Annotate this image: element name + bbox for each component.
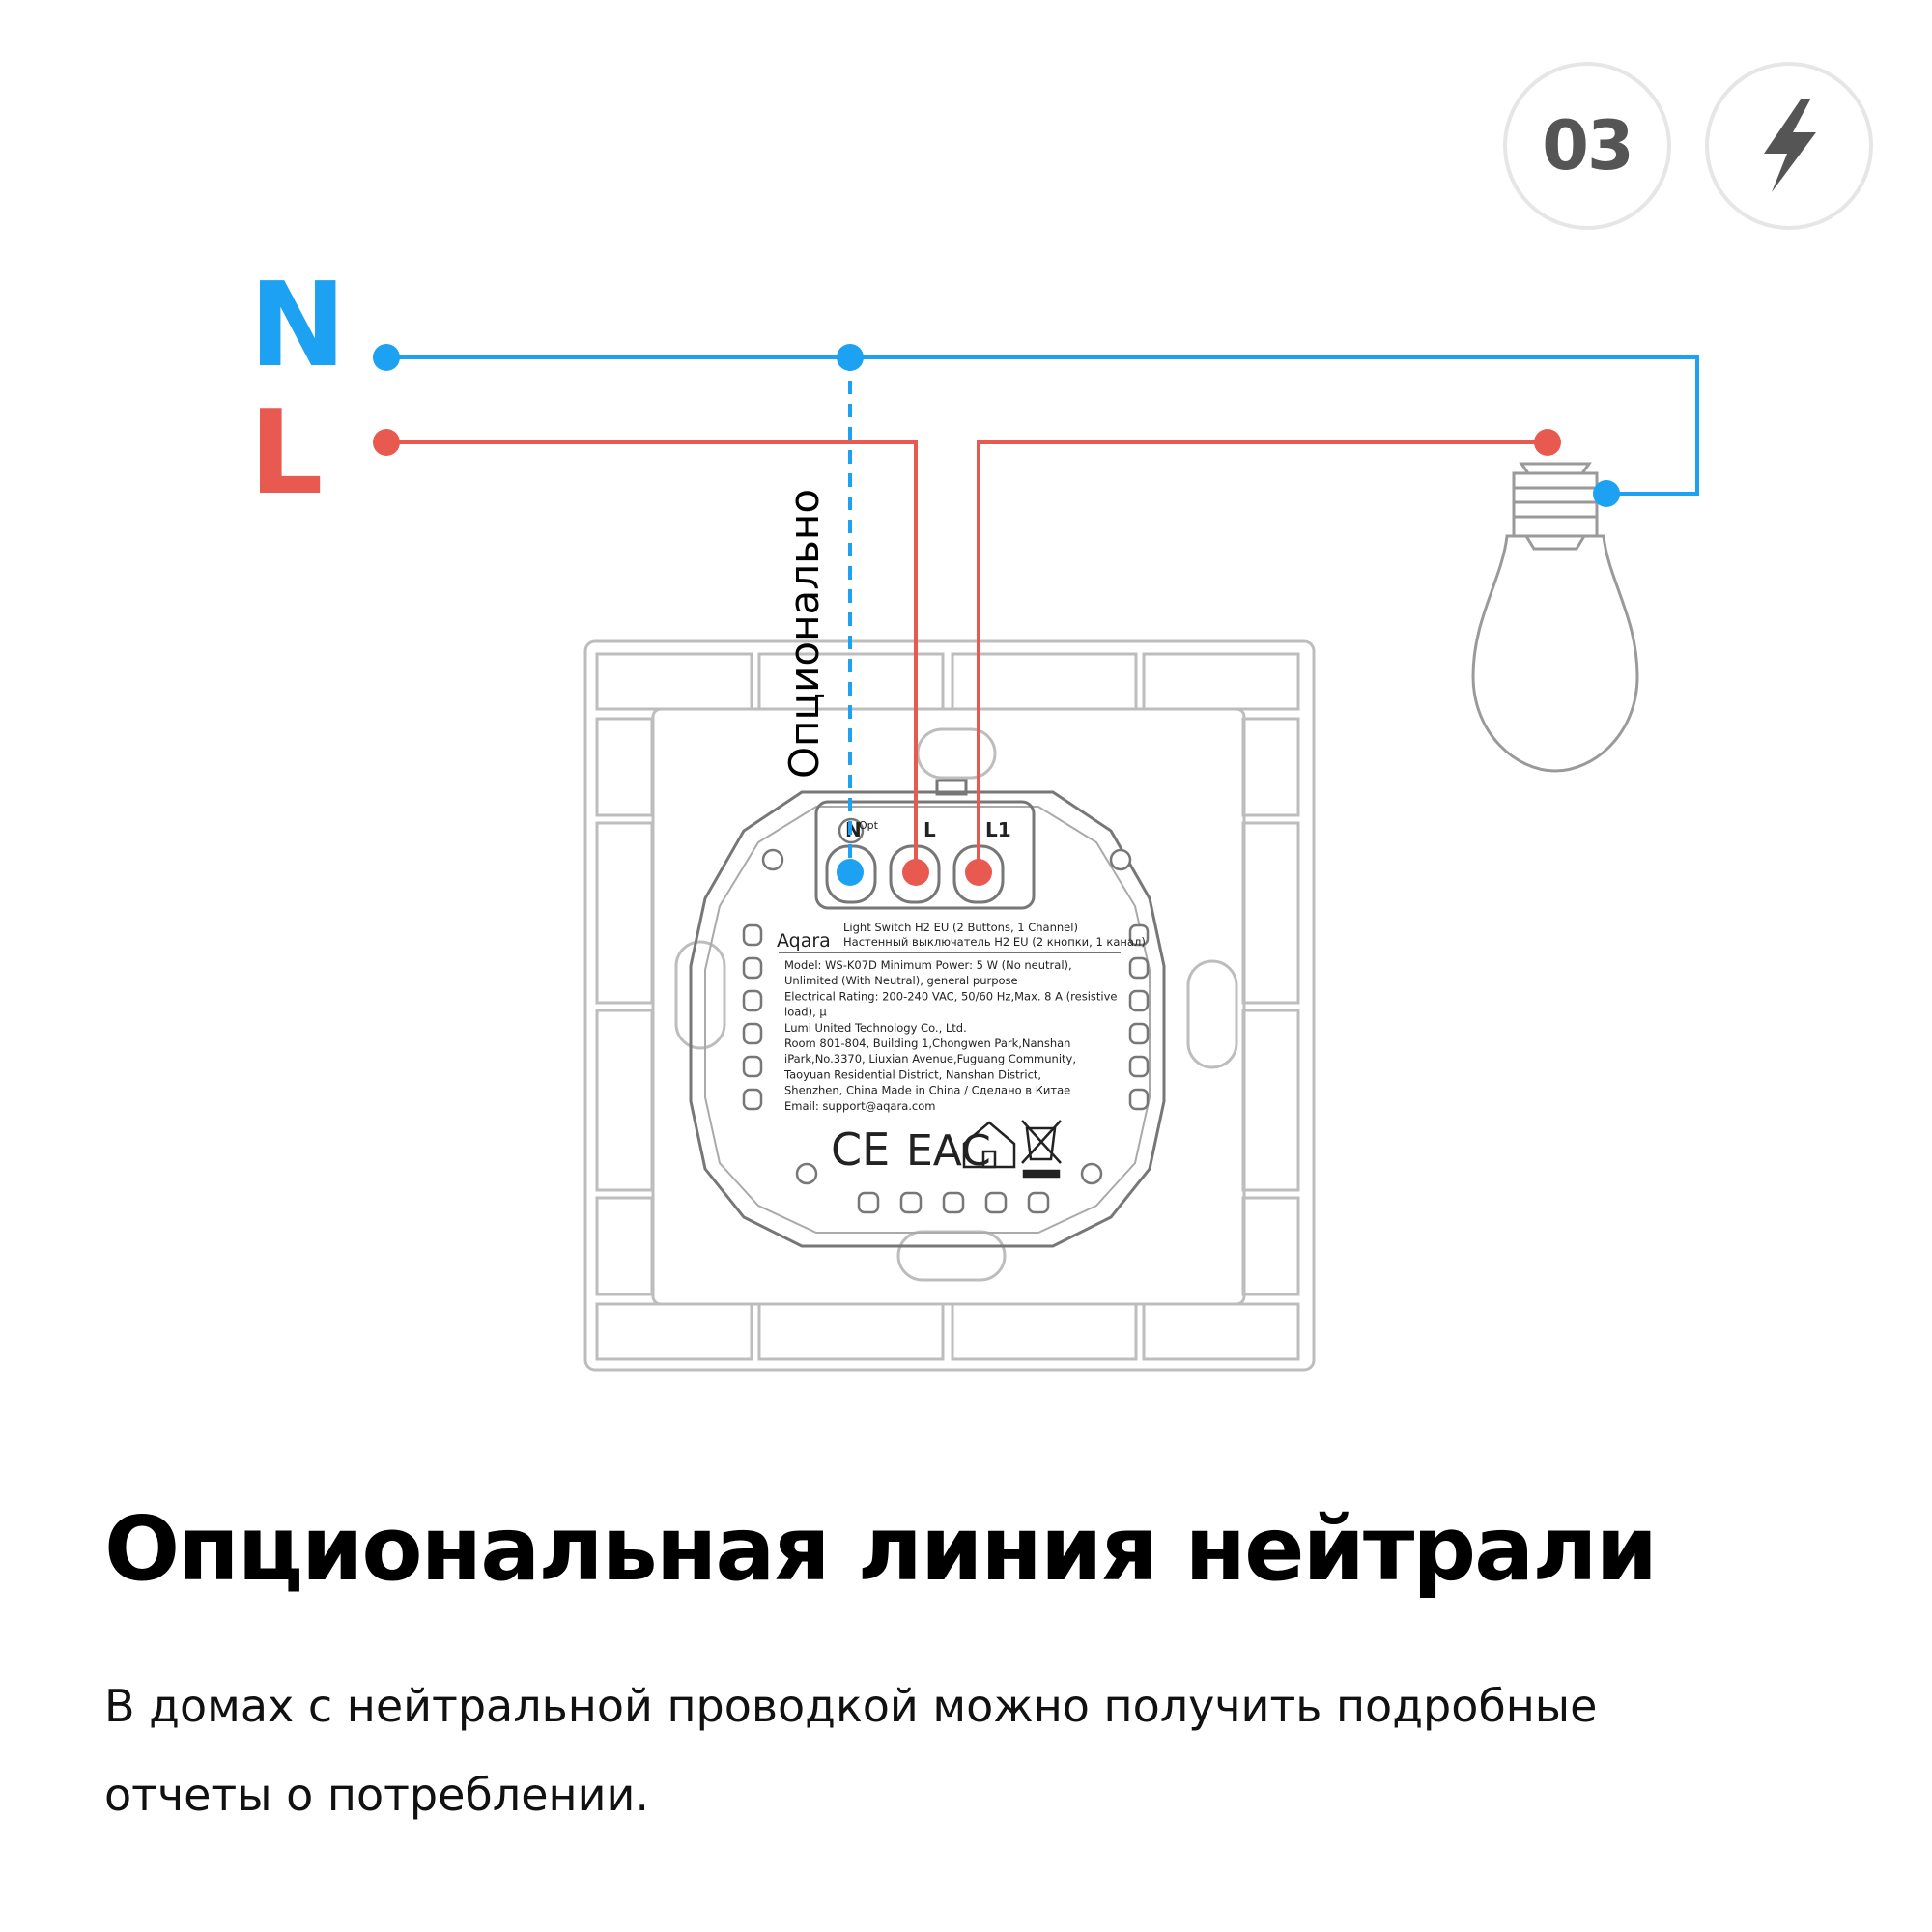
spec-line: Email: support@aqara.com bbox=[784, 1099, 935, 1113]
optional-label: Опционально bbox=[781, 488, 828, 779]
switch-module bbox=[689, 779, 1166, 1248]
product-title-ru: Настенный выключатель H2 EU (2 кнопки, 1… bbox=[843, 935, 1146, 949]
product-label: Aqara Light Switch H2 EU (2 Buttons, 1 C… bbox=[777, 921, 1146, 1179]
bulb-neutral-dot bbox=[1593, 480, 1620, 507]
spec-line: Taoyuan Residential District, Nanshan Di… bbox=[783, 1067, 1041, 1081]
module-clips bbox=[742, 848, 1150, 1214]
spec-line: Shenzhen, China Made in China / Сделано … bbox=[784, 1084, 1070, 1097]
terminal-l-label: L bbox=[923, 818, 936, 841]
step-number-badge: 03 bbox=[1503, 62, 1671, 230]
terminal-n-sub-label: Opt bbox=[859, 819, 879, 832]
live-label: L bbox=[249, 386, 324, 521]
live-source-dot bbox=[373, 429, 400, 456]
spec-line: iPark,No.3370, Liuxian Avenue,Fuguang Co… bbox=[784, 1052, 1076, 1065]
switch-frame bbox=[583, 639, 1316, 1372]
lightning-bolt-icon bbox=[1764, 99, 1816, 192]
switched-live-wire bbox=[977, 440, 1548, 872]
terminal-n-dot bbox=[837, 859, 864, 886]
spec-line: Unlimited (With Neutral), general purpos… bbox=[784, 974, 1018, 987]
neutral-label: N bbox=[249, 259, 347, 393]
spec-line: Room 801-804, Building 1,Chongwen Park,N… bbox=[784, 1037, 1070, 1050]
spec-line: load), μ bbox=[784, 1006, 827, 1019]
spec-line: Lumi United Technology Co., Ltd. bbox=[784, 1021, 967, 1035]
mounting-slots bbox=[674, 727, 1238, 1282]
spec-lines: Model: WS-K07D Minimum Power: 5 W (No ne… bbox=[783, 958, 1117, 1113]
light-bulb-icon bbox=[1471, 462, 1639, 773]
spec-line: Model: WS-K07D Minimum Power: 5 W (No ne… bbox=[784, 958, 1072, 972]
bulb-live-dot bbox=[1534, 429, 1561, 456]
product-title-en: Light Switch H2 EU (2 Buttons, 1 Channel… bbox=[843, 921, 1078, 934]
spec-line: Electrical Rating: 200-240 VAC, 50/60 Hz… bbox=[784, 989, 1117, 1003]
terminal-l1-label: L1 bbox=[985, 818, 1011, 841]
brand-logo: Aqara bbox=[777, 930, 831, 952]
neutral-source-dot bbox=[373, 344, 400, 371]
terminal-block bbox=[825, 817, 1005, 904]
eac-mark: EAC bbox=[906, 1126, 991, 1176]
live-wire bbox=[386, 440, 918, 872]
step-number: 03 bbox=[1542, 106, 1634, 185]
lightning-badge bbox=[1705, 62, 1873, 230]
neutral-wire bbox=[386, 355, 1699, 496]
description: В домах с нейтральной проводкой можно по… bbox=[104, 1680, 1598, 1821]
headline: Опциональная линия нейтрали bbox=[104, 1497, 1658, 1601]
terminal-l-dot bbox=[902, 859, 929, 886]
terminal-l1-dot bbox=[965, 859, 992, 886]
ce-mark: CE bbox=[831, 1123, 890, 1176]
weee-bin-icon bbox=[1021, 1120, 1062, 1179]
house-icon bbox=[962, 1121, 1016, 1169]
neutral-junction-dot bbox=[837, 344, 864, 371]
